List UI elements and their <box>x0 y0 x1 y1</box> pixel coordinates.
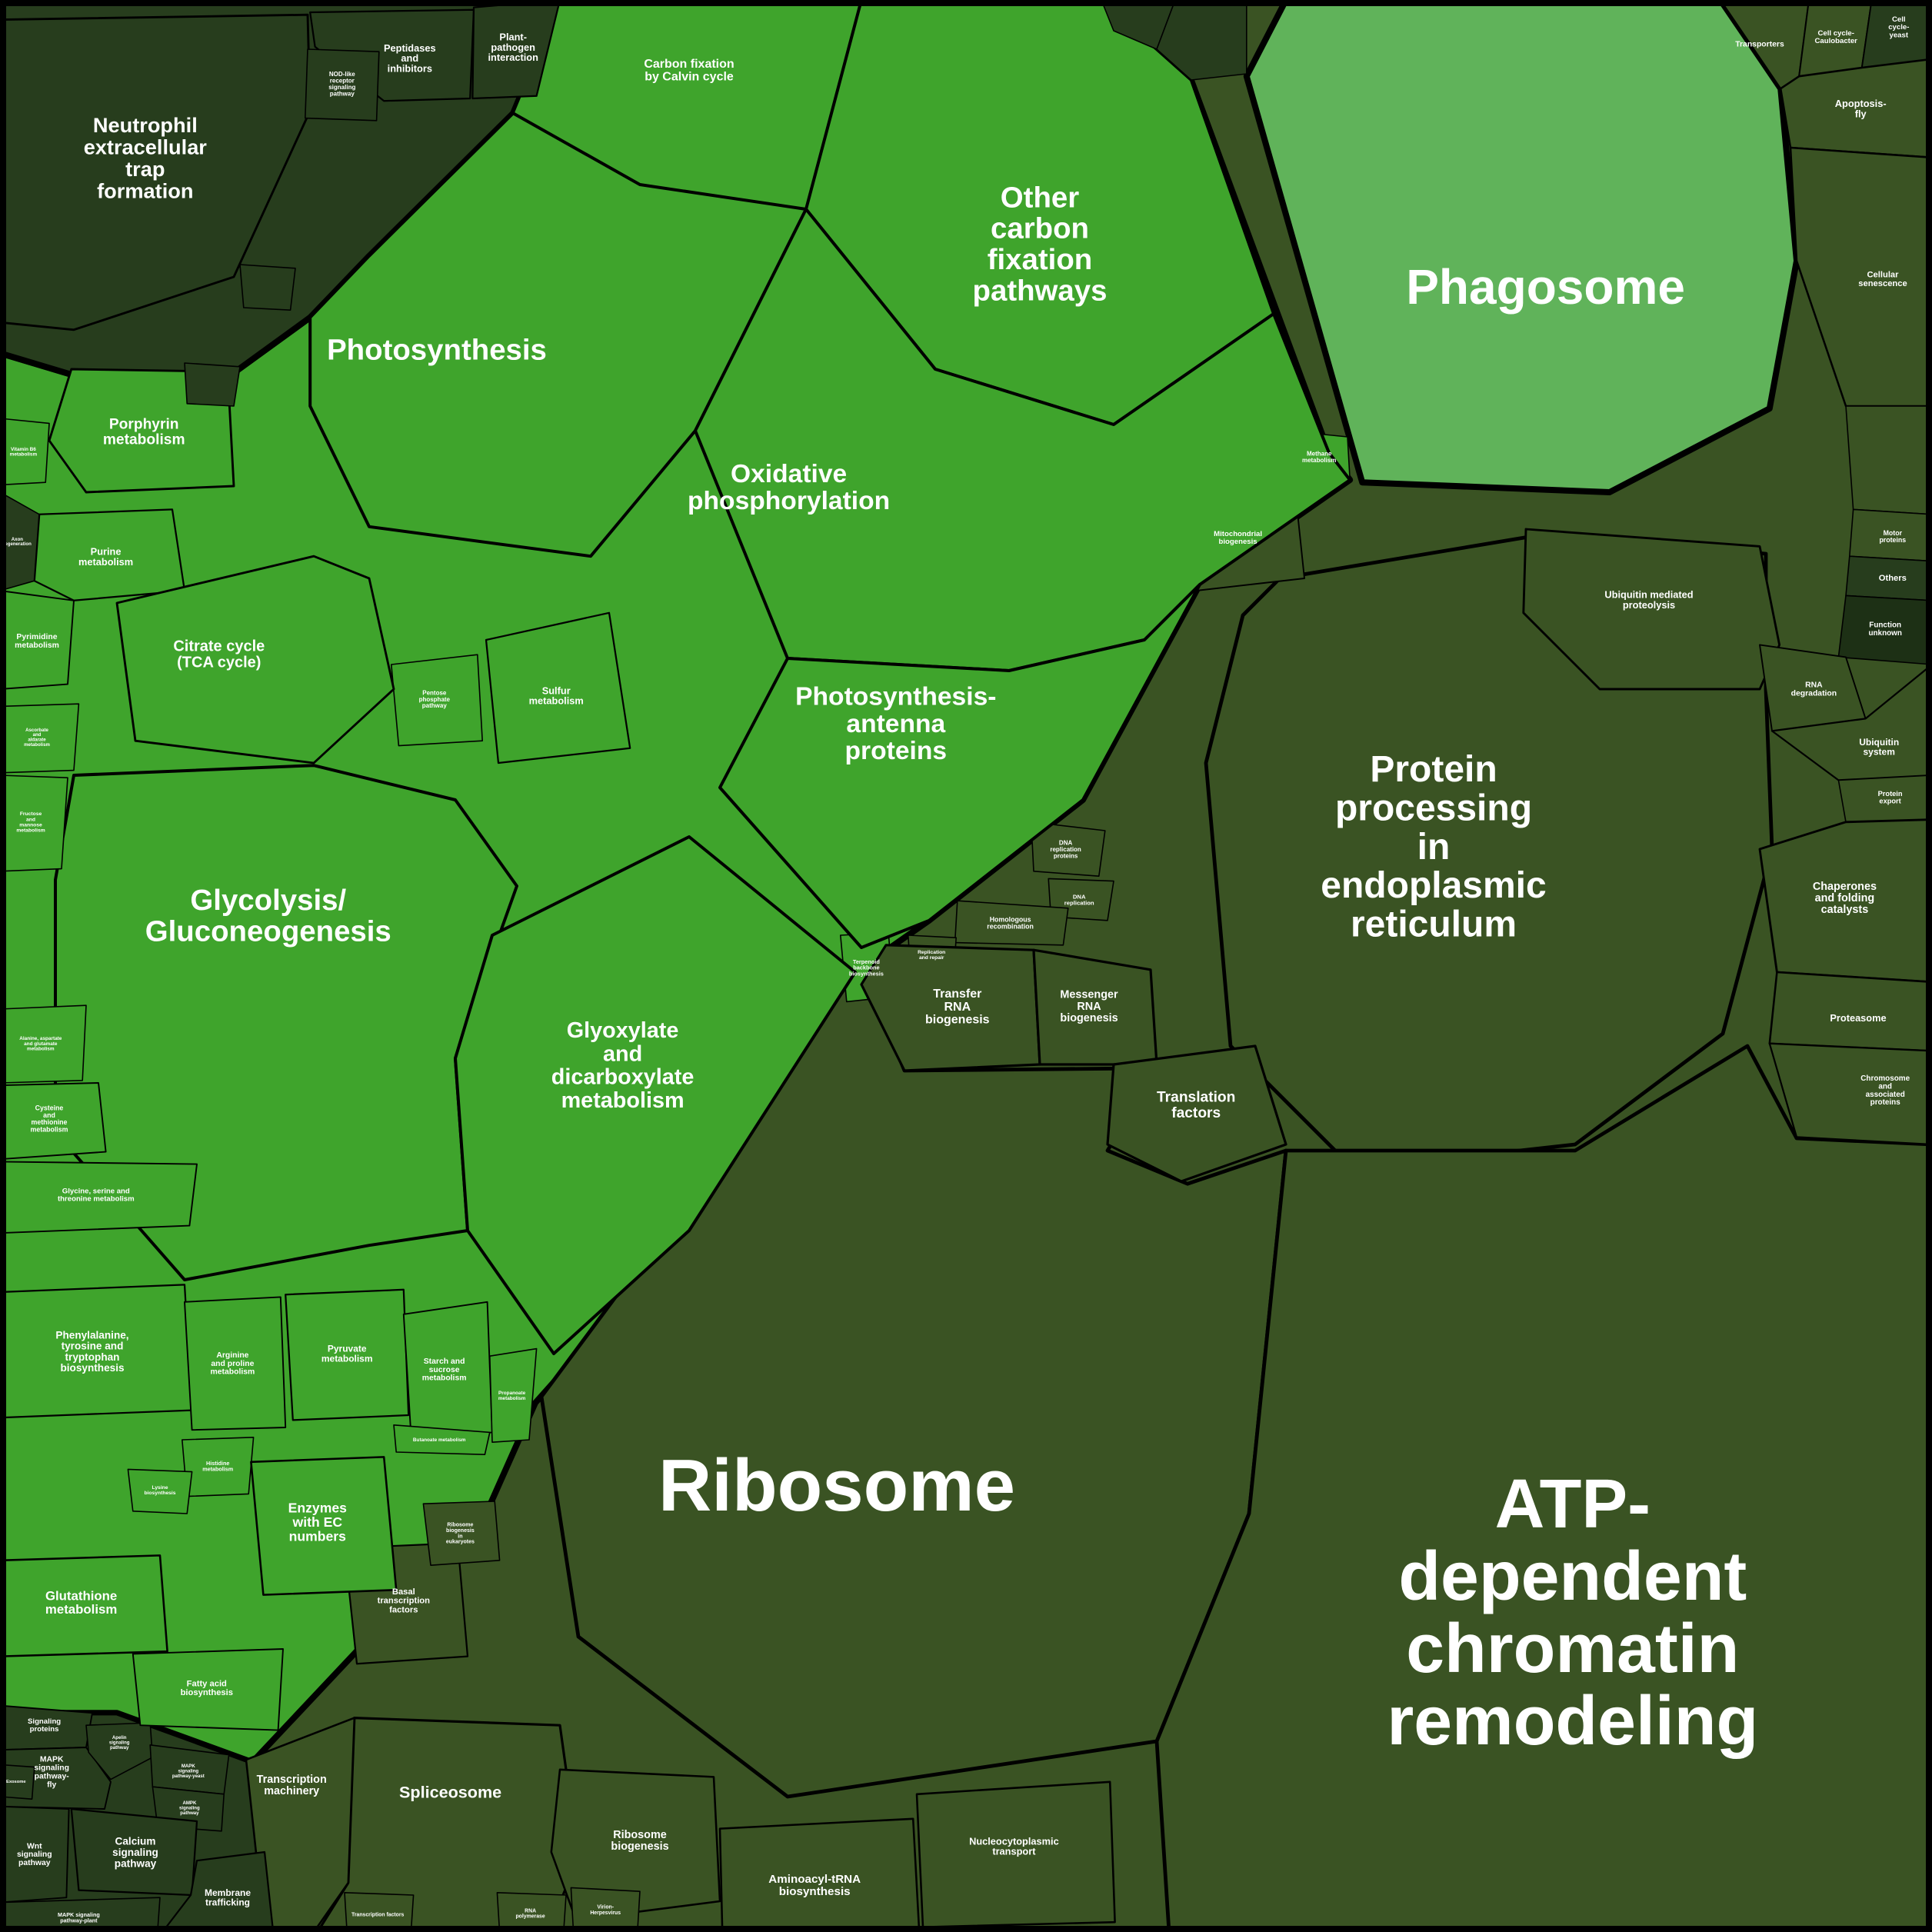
ribosome-biogenesis-eukaryotes-cell[interactable] <box>422 1501 501 1566</box>
proteasome-cell[interactable] <box>1768 971 1932 1052</box>
pentose-phosphate-cell[interactable] <box>391 654 483 747</box>
butanoate-metabolism-cell[interactable] <box>393 1424 491 1455</box>
neutrophil-trap-cell[interactable] <box>0 13 311 331</box>
rna-polymerase-cell[interactable] <box>496 1892 567 1932</box>
nod-like-receptor-cell[interactable] <box>305 48 380 122</box>
wnt-signaling-cell[interactable] <box>0 1805 70 1904</box>
arginine-proline-cell[interactable] <box>184 1296 287 1431</box>
membrane-trafficking-cell[interactable] <box>162 1850 275 1932</box>
starch-sucrose-cell[interactable] <box>402 1301 493 1436</box>
topleft-small-2-cell[interactable] <box>184 362 241 407</box>
enzymes-ec-cell[interactable] <box>250 1456 398 1596</box>
mapk-signaling-plant-cell[interactable] <box>0 1897 161 1932</box>
motor-proteins-cell[interactable] <box>1849 508 1932 562</box>
cysteine-methionine-cell[interactable] <box>0 1082 107 1161</box>
topleft-small-1-cell[interactable] <box>239 264 296 311</box>
ribosome-biogenesis-cell[interactable] <box>550 1768 721 1921</box>
propanoate-metabolism-cell[interactable] <box>489 1347 538 1443</box>
chromosome-associated-cell[interactable] <box>1768 1042 1932 1146</box>
phenylalanine-tyrosine-tryptophan-cell[interactable] <box>0 1284 193 1419</box>
histidine-metabolism-cell[interactable] <box>182 1437 255 1497</box>
glyoxylate-cell[interactable] <box>454 835 857 1355</box>
purine-metabolism-cell[interactable] <box>33 508 186 601</box>
dna-replication-proteins-cell[interactable] <box>1031 821 1106 877</box>
glutathione-metabolism-cell[interactable] <box>0 1554 168 1657</box>
ubiquitin-system-cell[interactable] <box>1770 663 1932 781</box>
virion-herpesvirus-cell[interactable] <box>570 1887 641 1932</box>
messenger-rna-biogenesis-cell[interactable] <box>1032 948 1158 1066</box>
nucleocytoplasmic-transport-cell[interactable] <box>915 1780 1116 1928</box>
right-small-cluster-cell[interactable] <box>1845 405 1932 515</box>
signaling-proteins-cell[interactable] <box>0 1704 93 1751</box>
glycine-serine-threonine-cell[interactable] <box>0 1161 198 1234</box>
citrate-cycle-cell[interactable] <box>115 555 395 764</box>
peptidases-inhibitors-cell[interactable] <box>309 8 475 102</box>
fatty-acid-biosynthesis-cell[interactable] <box>132 1648 284 1731</box>
homologous-recombination-cell[interactable] <box>954 900 1069 946</box>
lysine-biosynthesis-cell[interactable] <box>127 1468 193 1514</box>
cell-cycle-caulobacter-cell[interactable] <box>1798 0 1873 78</box>
ubiquitin-mediated-proteolysis-cell[interactable] <box>1522 528 1781 691</box>
topmid-small-2-cell[interactable] <box>1156 0 1247 81</box>
aminoacyl-trna-biosynthesis-cell[interactable] <box>718 1817 921 1932</box>
function-unknown-cell[interactable] <box>1837 595 1932 665</box>
pyruvate-metabolism-cell[interactable] <box>285 1288 410 1421</box>
cell-cycle-yeast-cell[interactable] <box>1860 0 1932 68</box>
vitamin-b6-metabolism-cell[interactable] <box>0 418 50 486</box>
translation-factors-cell[interactable] <box>1106 1044 1287 1183</box>
others-cell[interactable] <box>1845 555 1932 601</box>
calcium-signaling-cell[interactable] <box>70 1807 198 1897</box>
chaperones-folding-cell[interactable] <box>1758 818 1932 984</box>
exosome-cell[interactable] <box>0 1764 35 1800</box>
sulfur-metabolism-cell[interactable] <box>485 611 631 764</box>
fructose-mannose-cell[interactable] <box>0 774 68 872</box>
ascorbate-aldarate-cell[interactable] <box>0 703 80 774</box>
pyrimidine-metabolism-cell[interactable] <box>0 590 75 690</box>
alanine-aspartate-glutamate-cell[interactable] <box>0 1004 87 1084</box>
photosynthesis-antenna-cell[interactable] <box>718 583 1201 949</box>
protein-export-cell[interactable] <box>1837 774 1932 823</box>
transcription-factors-cell[interactable] <box>344 1892 415 1932</box>
